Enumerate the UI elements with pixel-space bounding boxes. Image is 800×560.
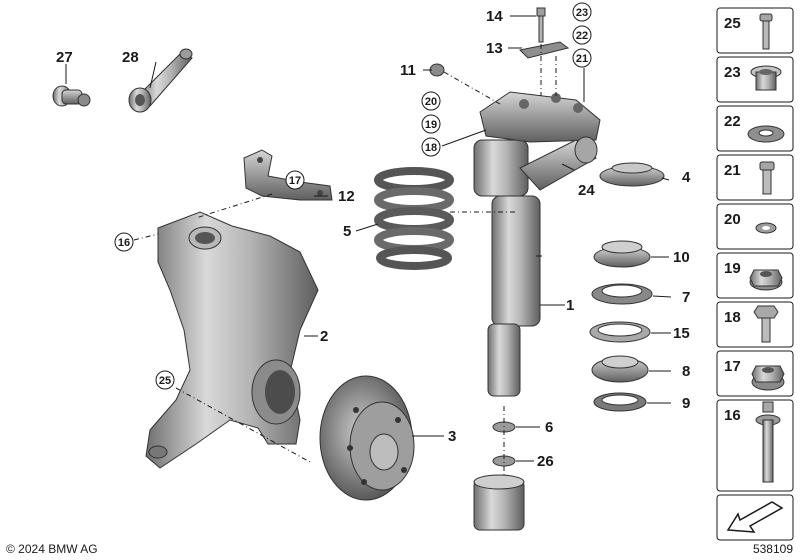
callout-2: 2 bbox=[320, 328, 328, 345]
svg-text:22: 22 bbox=[576, 30, 588, 42]
part-2-wheel-carrier bbox=[145, 211, 319, 469]
svg-text:16: 16 bbox=[724, 407, 741, 424]
callout-16: 16 bbox=[114, 232, 134, 252]
part-11-nut bbox=[429, 63, 445, 77]
svg-text:18: 18 bbox=[724, 309, 741, 326]
sidebar-item-17: 17 bbox=[716, 350, 794, 397]
callout-7: 7 bbox=[682, 289, 690, 306]
direction-arrow-icon bbox=[716, 494, 794, 541]
callouts: 27 28 11 14 13 23 22 21 20 19 18 24 bbox=[56, 2, 691, 470]
callout-17: 17 bbox=[285, 170, 305, 190]
part-27-joint bbox=[52, 85, 91, 107]
part-4-seat bbox=[599, 162, 665, 187]
part-14-bolt bbox=[536, 7, 546, 43]
sidebar-item-21: 21 bbox=[716, 154, 794, 201]
callout-23: 23 bbox=[572, 2, 592, 22]
callout-28: 28 bbox=[122, 49, 139, 66]
diagram-id: 538109 bbox=[753, 542, 793, 556]
part-5-coil-spring bbox=[374, 167, 454, 270]
callout-20: 20 bbox=[421, 91, 441, 111]
svg-text:25: 25 bbox=[159, 375, 171, 387]
svg-text:23: 23 bbox=[724, 64, 741, 81]
sidebar-item-23: 23 bbox=[716, 56, 794, 103]
part-10-spring-seat bbox=[593, 240, 651, 268]
callout-3: 3 bbox=[448, 428, 456, 445]
part-24-damper bbox=[519, 136, 598, 191]
svg-text:19: 19 bbox=[724, 260, 741, 277]
part-8-adjuster bbox=[591, 355, 649, 383]
sidebar-item-20: 20 bbox=[716, 203, 794, 250]
hardware-sidebar: 25 23 22 21 20 bbox=[716, 7, 794, 541]
svg-text:16: 16 bbox=[118, 237, 130, 249]
callout-21: 21 bbox=[572, 48, 592, 68]
part-12-bracket bbox=[243, 149, 333, 201]
svg-text:22: 22 bbox=[724, 113, 741, 130]
dust-boot bbox=[473, 474, 525, 531]
callout-13: 13 bbox=[486, 40, 503, 57]
part-13-plate bbox=[518, 41, 570, 59]
svg-text:21: 21 bbox=[724, 162, 741, 179]
part-28-link bbox=[128, 48, 193, 113]
svg-text:17: 17 bbox=[724, 358, 741, 375]
sidebar-item-19: 19 bbox=[716, 252, 794, 299]
svg-text:23: 23 bbox=[576, 7, 588, 19]
callout-25: 25 bbox=[155, 370, 175, 390]
callout-27: 27 bbox=[56, 49, 73, 66]
callout-11: 11 bbox=[400, 62, 416, 79]
leader-lines bbox=[65, 15, 672, 476]
part-7-threaded-ring bbox=[591, 283, 653, 305]
callout-1: 1 bbox=[566, 297, 574, 314]
svg-text:18: 18 bbox=[425, 142, 437, 154]
callout-9: 9 bbox=[682, 395, 690, 412]
callout-12: 12 bbox=[338, 188, 355, 205]
callout-6: 6 bbox=[545, 419, 553, 436]
callout-24: 24 bbox=[578, 182, 595, 199]
callout-18: 18 bbox=[421, 137, 441, 157]
callout-26: 26 bbox=[537, 453, 554, 470]
svg-text:21: 21 bbox=[576, 53, 588, 65]
callout-15: 15 bbox=[673, 325, 690, 342]
copyright-text: © 2024 BMW AG bbox=[6, 542, 98, 556]
svg-text:20: 20 bbox=[425, 96, 437, 108]
sidebar-item-18: 18 bbox=[716, 301, 794, 348]
part-15-ring bbox=[589, 321, 651, 343]
callout-10: 10 bbox=[673, 249, 690, 266]
callout-19: 19 bbox=[421, 114, 441, 134]
part-1-strut bbox=[473, 91, 601, 397]
sidebar-item-25: 25 bbox=[716, 7, 794, 54]
part-3-wheel-hub bbox=[319, 375, 415, 501]
callout-4: 4 bbox=[682, 169, 691, 186]
svg-text:25: 25 bbox=[724, 15, 741, 32]
svg-text:19: 19 bbox=[425, 119, 437, 131]
svg-text:20: 20 bbox=[724, 211, 741, 228]
sidebar-item-16: 16 bbox=[716, 399, 794, 492]
svg-text:17: 17 bbox=[289, 175, 301, 187]
callout-22: 22 bbox=[572, 25, 592, 45]
callout-8: 8 bbox=[682, 363, 690, 380]
callout-14: 14 bbox=[486, 8, 503, 25]
part-9-lock-ring bbox=[593, 392, 647, 412]
sidebar-item-22: 22 bbox=[716, 105, 794, 152]
callout-5: 5 bbox=[343, 223, 351, 240]
